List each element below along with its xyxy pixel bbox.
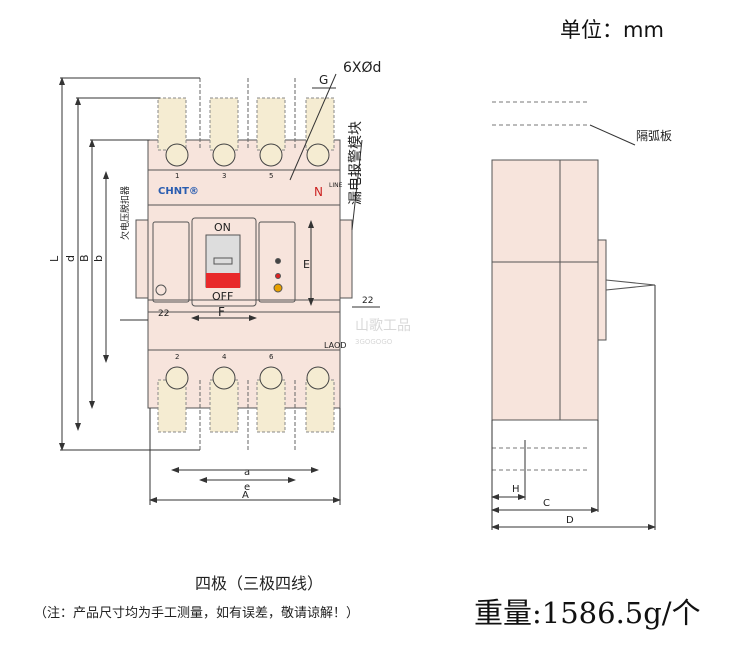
- brand-logo: CHNT®: [158, 186, 199, 197]
- dim-F: F: [218, 305, 225, 319]
- arc-plate-label: 隔弧板: [636, 129, 672, 143]
- watermark-sub: 3GOGOGO: [355, 338, 393, 346]
- leakage-module-label: 漏电报警模块: [348, 121, 364, 205]
- handle-red-off-zone: [206, 273, 240, 288]
- load-label: LAOD: [324, 341, 346, 350]
- terminal-5: 5: [269, 172, 273, 180]
- terminal-6: 6: [269, 353, 274, 361]
- dim-G: G: [319, 73, 328, 87]
- hole-label: 6XØd: [343, 60, 381, 76]
- on-label: ON: [214, 221, 231, 234]
- side-body: [491, 159, 599, 421]
- watermark-name: 山歌工品: [355, 318, 411, 334]
- dim-E: E: [303, 258, 310, 271]
- dim-B: B: [78, 254, 91, 262]
- terminal-3: 3: [222, 172, 226, 180]
- caption: 四极（三极四线）: [195, 574, 324, 593]
- line-label: LINE: [329, 182, 343, 189]
- dim-22-left: 22: [158, 309, 169, 319]
- dim-a: a: [244, 467, 250, 478]
- terminal-1: 1: [175, 172, 179, 180]
- dim-C: C: [543, 498, 550, 509]
- weight-label: 重量:1586.5g/个: [474, 596, 701, 630]
- terminal-2: 2: [175, 353, 179, 361]
- dim-b: b: [92, 255, 105, 262]
- dim-H: H: [512, 484, 520, 495]
- neutral-label: N: [314, 185, 323, 199]
- unit-label: 单位：mm: [560, 18, 664, 42]
- dim-d: d: [64, 255, 77, 262]
- measurement-note: （注：产品尺寸均为手工测量，如有误差，敬请谅解！）: [34, 606, 360, 621]
- dim-e: e: [244, 482, 250, 493]
- terminal-4: 4: [222, 353, 227, 361]
- dim-D: D: [566, 515, 574, 526]
- undervoltage-label: 欠电压脱扣器: [119, 186, 131, 240]
- dim-L: L: [48, 255, 61, 262]
- off-label: OFF: [212, 290, 233, 303]
- dim-A: A: [242, 490, 249, 501]
- dim-22-right: 22: [362, 296, 373, 306]
